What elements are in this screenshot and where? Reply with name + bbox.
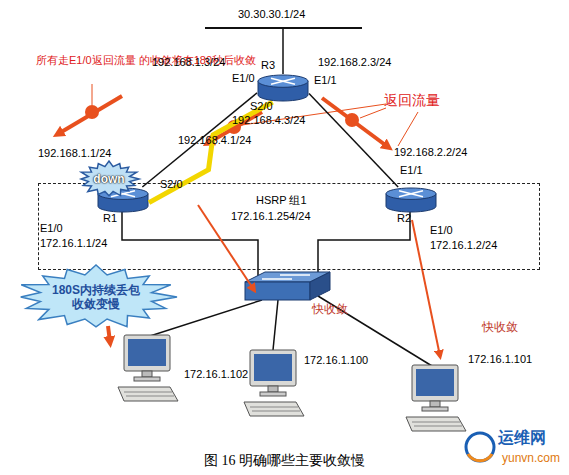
- switch-arrow: [262, 278, 292, 280]
- host-pc: 172.16.1.102: [112, 335, 182, 407]
- lan-wire: [150, 300, 262, 336]
- node-label: HSRP 组1: [256, 194, 307, 207]
- annotation-label: 运维网: [498, 428, 546, 448]
- node-label: 172.16.1.101: [468, 353, 532, 366]
- pc-icon: [400, 365, 470, 437]
- node-label: 172.16.1.100: [304, 354, 368, 367]
- annotation-label: 快收敛: [312, 302, 348, 317]
- monitor-frame: [412, 365, 458, 401]
- serial-link: [149, 102, 273, 203]
- node-label: R1: [103, 212, 117, 225]
- monitor-frame: [250, 350, 296, 386]
- annotation-label: 192.168.4.3/24: [232, 114, 305, 128]
- annotation-label: E1/1: [314, 74, 337, 88]
- keyboard: [406, 417, 466, 431]
- monitor-stand: [430, 401, 440, 407]
- leader-line: [92, 84, 93, 105]
- router-top: [386, 188, 436, 199]
- annotation-label: S2/0: [250, 100, 273, 114]
- node-label: 180S内持续丢包 收敛变慢: [41, 283, 151, 312]
- lan-wire: [318, 212, 410, 276]
- host-pc: 172.16.1.101: [400, 365, 470, 437]
- keyboard-keys: [124, 392, 172, 393]
- router-arrow: [111, 191, 135, 197]
- annotation-label: E1/0: [232, 72, 255, 86]
- annotation-label: 30.30.30.1/24: [238, 8, 305, 22]
- uplink-wire: [282, 28, 284, 74]
- monitor-base: [260, 392, 286, 396]
- router-top: [98, 188, 148, 199]
- switch-arrow: [280, 274, 310, 276]
- keyboard: [118, 387, 178, 401]
- node-label: down: [78, 172, 140, 186]
- annotation-label: 192.168.4.1/24: [178, 134, 251, 148]
- traffic-dot: [85, 105, 99, 119]
- switch-front: [245, 282, 310, 300]
- lan-wire: [122, 212, 258, 279]
- router-arrow: [271, 78, 295, 84]
- router-arrow: [399, 191, 423, 197]
- logo-ring: [466, 433, 494, 461]
- leader-line: [398, 112, 418, 146]
- annotation-label: 192.168.2.3/24: [318, 56, 391, 70]
- figure-caption: 图 16 明确哪些主要收敛慢: [0, 452, 569, 470]
- pc-icon: [112, 335, 182, 407]
- alert-burst: down: [78, 160, 140, 198]
- ethernet-link: [309, 94, 398, 187]
- annotation-label: 172.16.1.2/24: [430, 239, 497, 253]
- loss-arrow: [108, 326, 110, 342]
- keyboard-keys: [414, 426, 462, 427]
- monitor-base: [134, 377, 160, 381]
- node-label: R3: [261, 59, 275, 72]
- leader-line: [360, 108, 386, 118]
- monitor-base: [422, 407, 448, 411]
- annotation-label: 快收敛: [482, 320, 518, 335]
- monitor-stand: [268, 386, 278, 392]
- host-pc: 172.16.1.100: [238, 350, 308, 422]
- annotation-label: 返回流量: [384, 92, 440, 110]
- keyboard-keys: [250, 407, 298, 408]
- annotation-label: yunvn.com: [502, 451, 560, 466]
- monitor-screen: [416, 369, 454, 396]
- node-label: 172.16.1.254/24: [231, 210, 311, 223]
- router-arrow: [271, 78, 295, 84]
- monitor-screen: [128, 339, 166, 366]
- annotation-label: E1/1: [400, 164, 423, 178]
- annotation-label: 172.16.1.1/24: [40, 237, 107, 251]
- pc-icon: [238, 350, 308, 422]
- keyboard-keys: [412, 422, 460, 423]
- logo-arc: [468, 454, 492, 461]
- switch-side: [310, 272, 330, 300]
- burst-outline: [21, 265, 177, 327]
- monitor-stand: [142, 371, 152, 377]
- monitor-frame: [124, 335, 170, 371]
- monitor-screen: [254, 354, 292, 381]
- node-label: R2: [397, 212, 411, 225]
- hsrp-group-box: HSRP 组1 172.16.1.254/24 R1 R2: [38, 183, 540, 270]
- annotation-label: S2/0: [160, 178, 183, 192]
- annotation-label: E1/0: [430, 224, 453, 238]
- node-label: 172.16.1.102: [184, 368, 248, 381]
- lan-wire: [273, 300, 278, 350]
- keyboard-keys: [126, 396, 174, 397]
- keyboard: [244, 402, 304, 416]
- router-icon: [385, 187, 437, 213]
- router-arrow: [399, 191, 423, 197]
- annotation-label: 192.168.1.3/24: [152, 56, 225, 70]
- router-arrow: [111, 191, 135, 197]
- ethernet-link: [142, 93, 257, 187]
- router-icon: [257, 74, 309, 102]
- annotation-label: 192.168.1.1/24: [38, 147, 111, 161]
- traffic-dot: [345, 113, 359, 127]
- router-top: [258, 75, 308, 87]
- router-node: R3: [257, 74, 309, 102]
- router-node: R2: [385, 187, 437, 213]
- alert-burst: 180S内持续丢包 收敛变慢: [14, 264, 178, 330]
- keyboard-keys: [252, 411, 300, 412]
- return-traffic-arrow: [58, 96, 122, 134]
- annotation-label: E1/0: [40, 222, 63, 236]
- annotation-label: 192.168.2.2/24: [394, 146, 467, 160]
